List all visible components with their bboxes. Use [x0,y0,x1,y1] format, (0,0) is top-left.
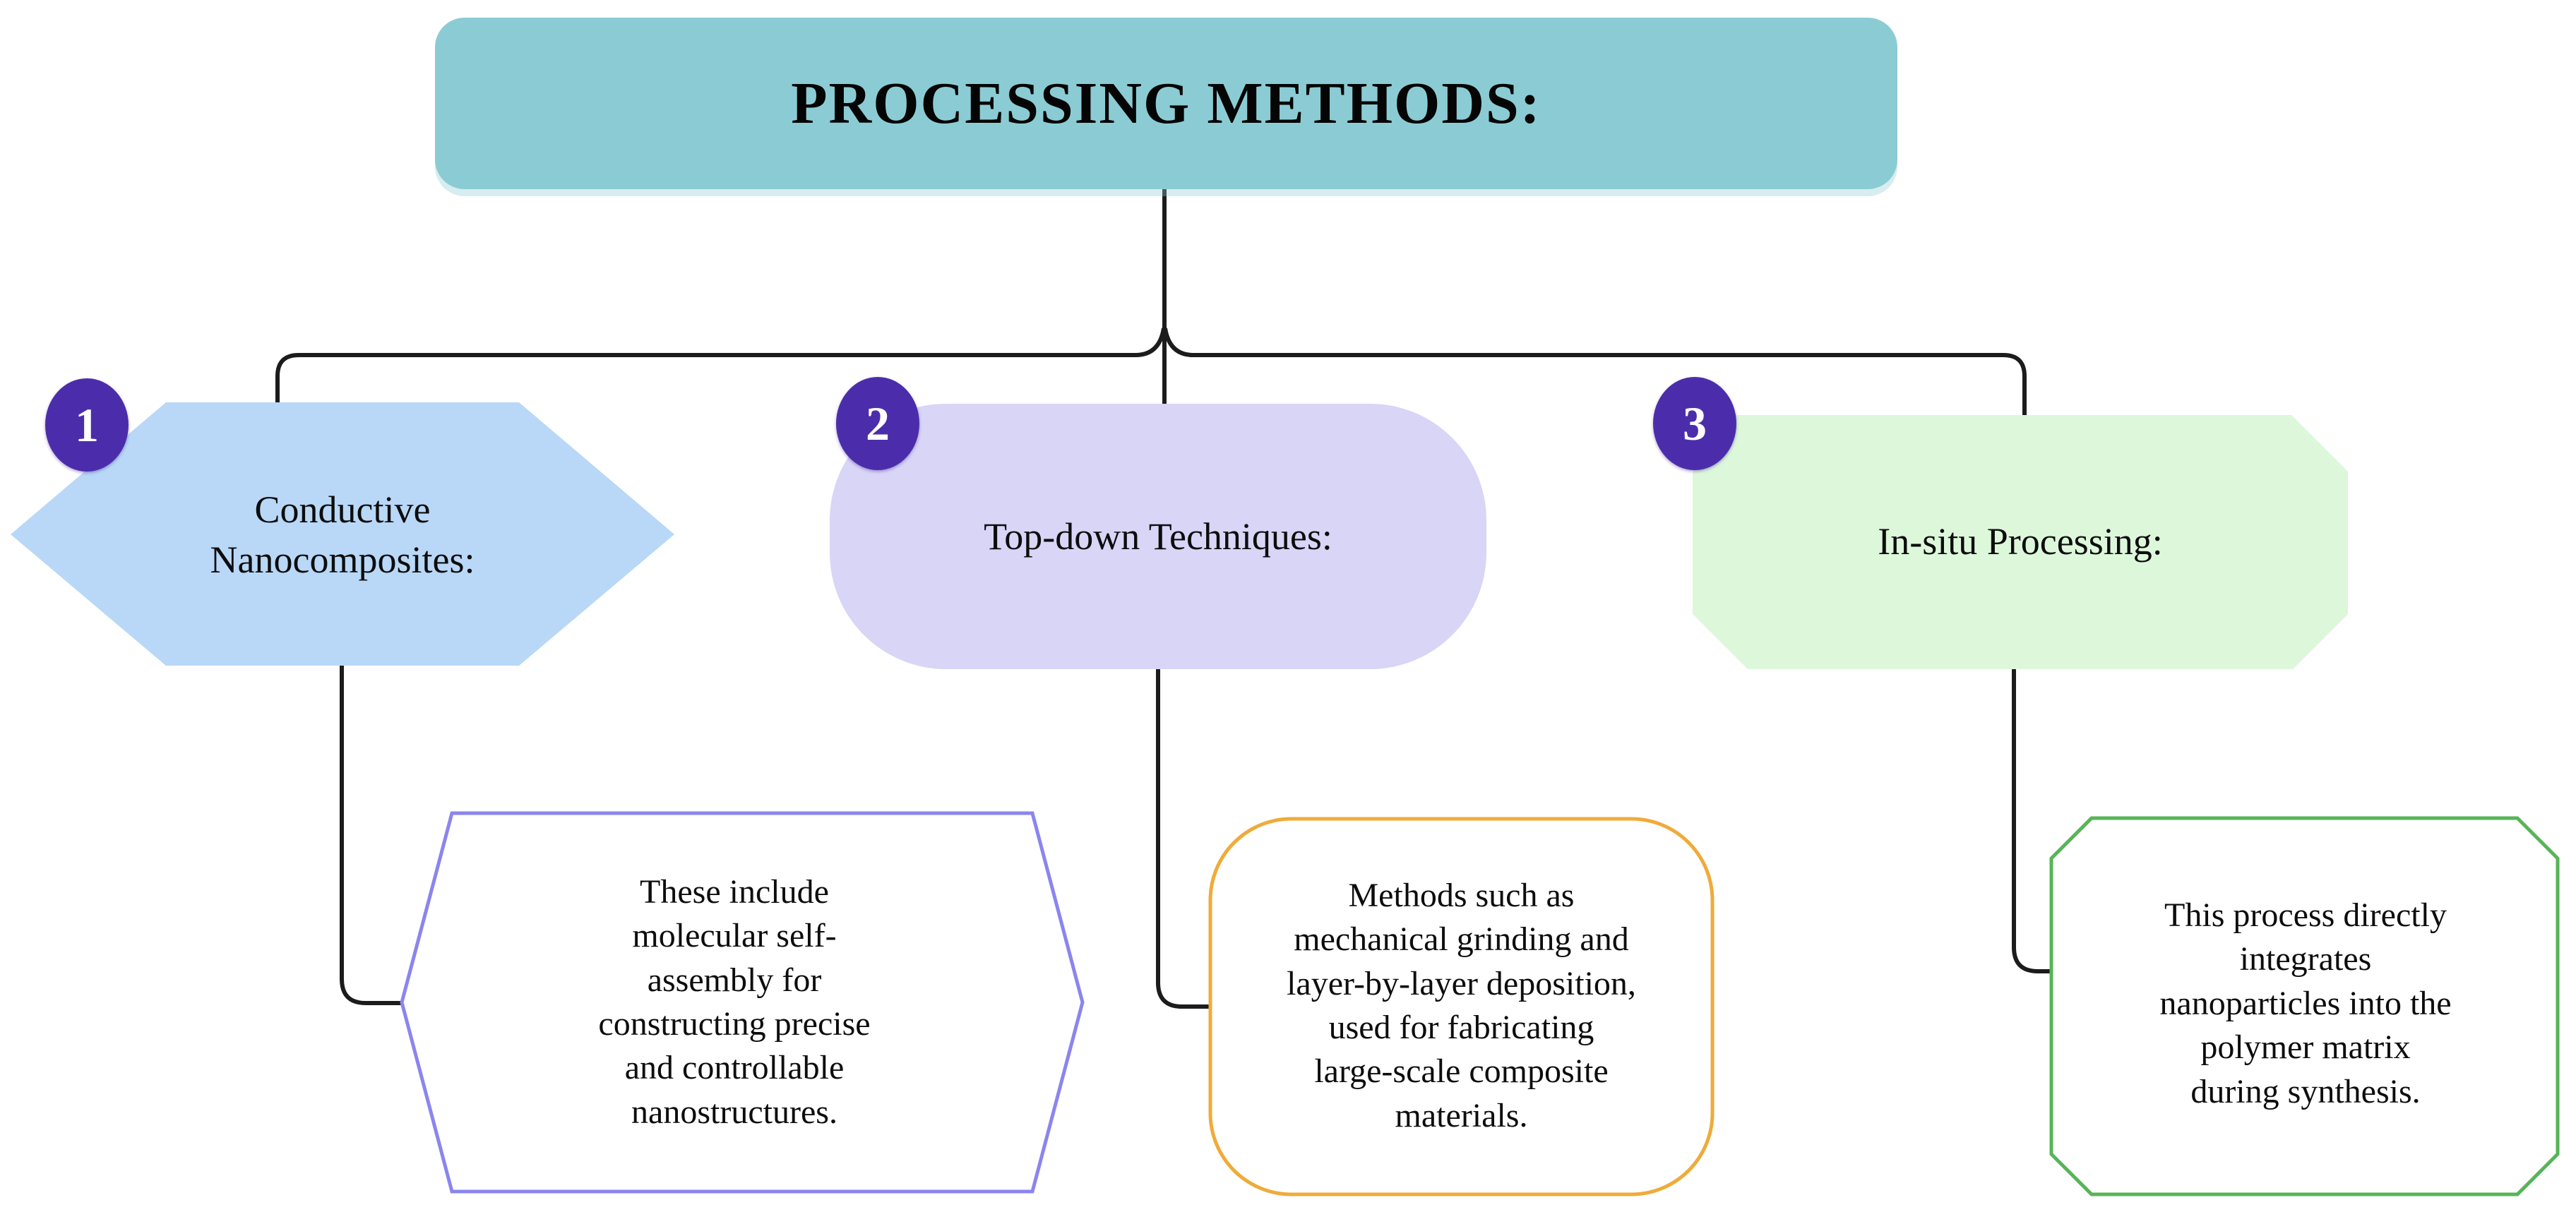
badge-2: 2 [836,377,919,470]
desc-box-2-shape [1208,817,1715,1196]
connector-bar-right [1163,328,2027,424]
badge-3-number: 3 [1683,396,1707,450]
badge-1: 1 [45,378,129,472]
connector-branch2-drop [1156,660,1229,1009]
node-in-situ-processing-label: In-situ Processing: [1878,520,2163,563]
diagram-title: PROCESSING METHODS: [791,71,1542,136]
node-top-down-techniques-shape [830,404,1486,669]
badge-3: 3 [1653,377,1736,470]
title-box: PROCESSING METHODS: [435,18,1897,189]
node-in-situ-processing-shape [1693,415,2348,669]
badge-1-number: 1 [75,397,99,452]
node-conductive-nanocomposites-shape [11,402,674,666]
node-top-down-techniques-label: Top-down Techniques: [984,515,1332,558]
badge-2-number: 2 [866,396,890,450]
connector-bar-left [275,328,1166,413]
desc-box-1-text: These include molecular self- assembly f… [598,872,871,1131]
desc-box-1-shape [400,811,1085,1194]
connector-group [275,189,2069,1009]
connector-branch1-drop [340,656,424,1005]
desc-box-2-text: Methods such as mechanical grinding and … [1287,876,1636,1134]
connector-branch3-drop [2012,660,2069,973]
desc-box-3-text: This process directly integrates nanopar… [2159,896,2452,1110]
node-conductive-nanocomposites-label: Conductive Nanocomposites: [210,488,475,581]
desc-box-3-shape [2049,816,2560,1196]
